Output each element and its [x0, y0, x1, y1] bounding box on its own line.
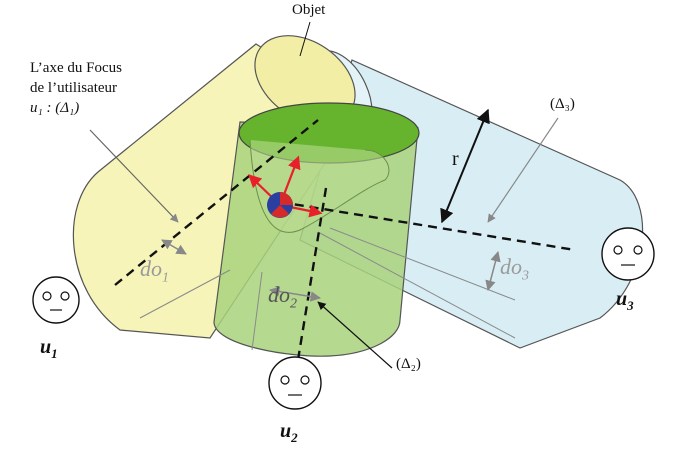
leader-delta3: [487, 117, 559, 223]
focus-cylinder-u2: [213, 102, 420, 357]
do3-arrow: [485, 250, 501, 292]
user-u1-label: u1: [40, 336, 58, 361]
delta2-label: (Δ₂): [396, 356, 421, 372]
do1-label: do1: [140, 256, 169, 286]
object-label: Objet: [292, 2, 326, 18]
face-icon-u3: [601, 227, 655, 281]
leader-delta2: [317, 301, 393, 369]
user-u3-label: u3: [616, 288, 634, 313]
dashed-axes: [114, 119, 576, 361]
do2-label: do2: [268, 282, 297, 312]
radius-arrow: [440, 108, 490, 224]
face-icon-u1: [32, 276, 80, 324]
do2-arrow: [268, 286, 322, 302]
leader-object: [299, 21, 311, 57]
face-icon-u2: [268, 356, 322, 410]
do1-arrow: [161, 239, 187, 255]
user-u2-label: u2: [280, 420, 298, 445]
leader-delta1: [89, 129, 179, 223]
do3-label: do3: [500, 254, 529, 284]
focus-axis-label-line3: u₁ : (Δ₁): [30, 100, 80, 116]
guide-lines: [139, 227, 516, 351]
radius-label: r: [452, 148, 459, 170]
object-center: [267, 192, 293, 218]
delta3-label: (Δ₃): [550, 96, 575, 112]
focus-axis-label-line2: de l’utilisateur: [30, 80, 118, 96]
axis-delta1: [114, 119, 319, 286]
focus-axis-label-line1: L’axe du Focus: [30, 60, 122, 76]
axis-delta3: [279, 200, 576, 252]
